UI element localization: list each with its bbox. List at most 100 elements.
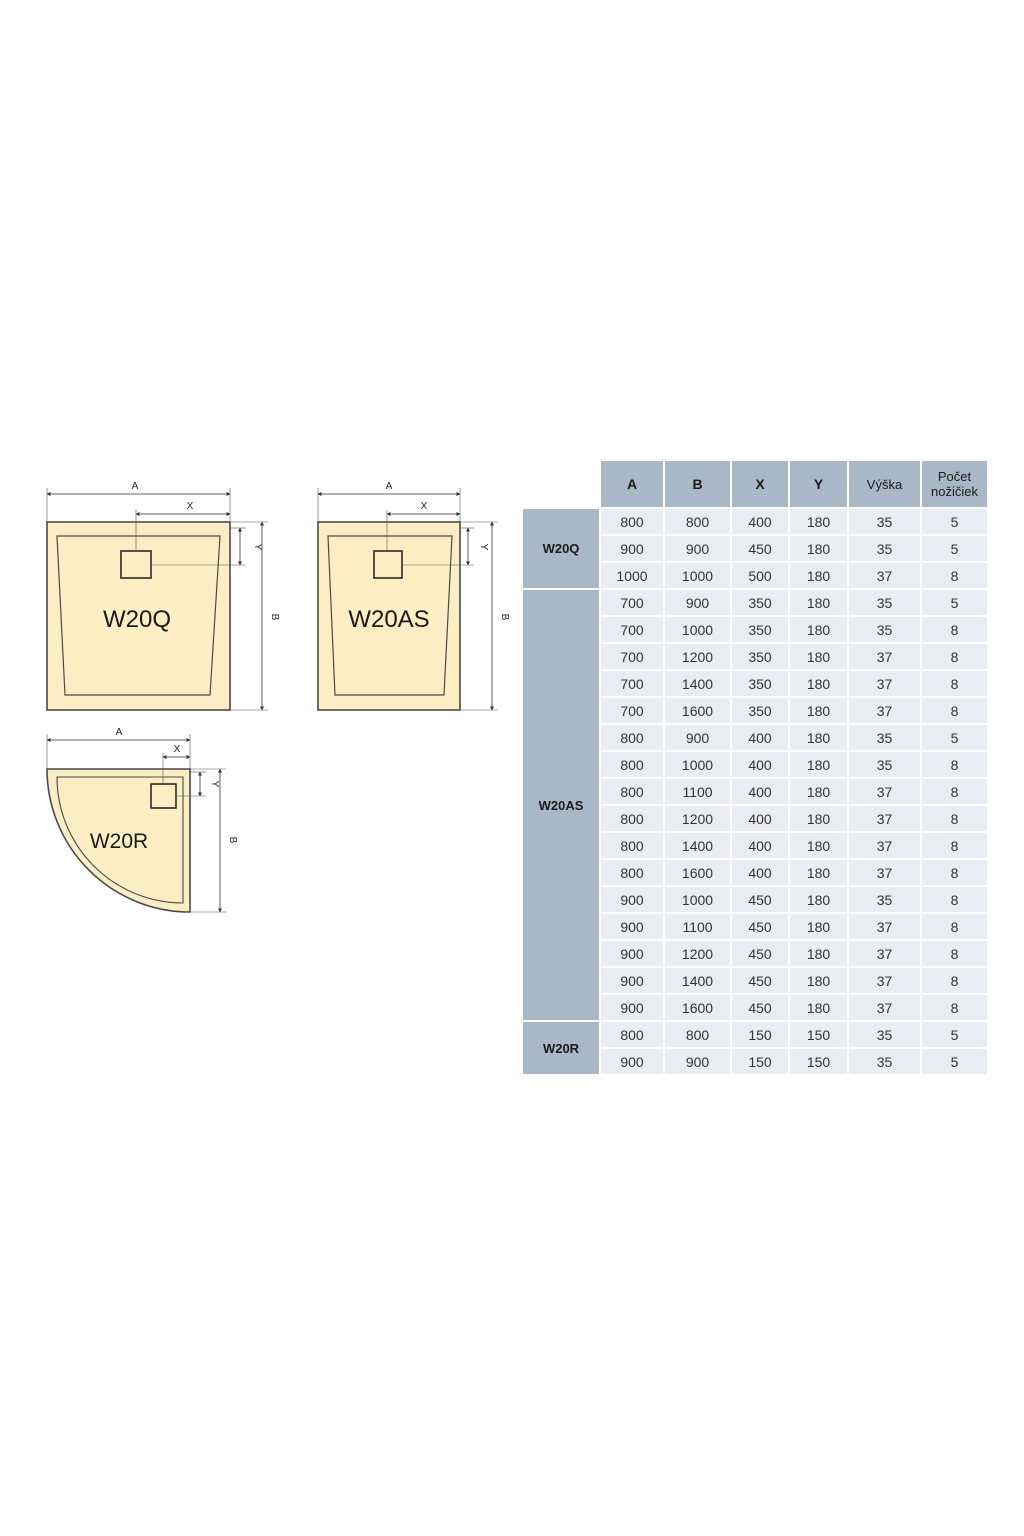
table-cell: 8 [922,833,987,858]
header-vyska: Výška [849,461,920,507]
table-cell: 37 [849,779,920,804]
table-cell: 150 [732,1022,788,1047]
table-cell: 700 [601,671,663,696]
table-cell: 180 [790,887,847,912]
table-cell: 180 [790,779,847,804]
header-b: B [665,461,730,507]
table-cell: 800 [601,833,663,858]
table-cell: 8 [922,752,987,777]
table-cell: 37 [849,914,920,939]
table-cell: 1000 [665,563,730,588]
table-cell: 35 [849,752,920,777]
header-a: A [601,461,663,507]
table-cell: 180 [790,860,847,885]
table-cell: 1600 [665,995,730,1020]
table-cell: 150 [732,1049,788,1074]
model-name-cell: W20Q [523,509,599,588]
table-cell: 900 [601,968,663,993]
table-cell: 37 [849,671,920,696]
table-cell: 900 [601,536,663,561]
diagram-w20q: A X Y B W20Q [46,481,280,711]
dim-y-label: Y [478,544,489,551]
table-cell: 700 [601,617,663,642]
table-cell: 8 [922,617,987,642]
dim-b-label: B [227,837,238,844]
dim-b-label: B [499,614,510,621]
table-cell: 900 [665,590,730,615]
table-cell: 37 [849,860,920,885]
table-cell: 5 [922,1022,987,1047]
table-cell: 35 [849,1022,920,1047]
table-cell: 180 [790,590,847,615]
table-cell: 5 [922,725,987,750]
table-cell: 400 [732,833,788,858]
table-cell: 450 [732,536,788,561]
tray-inner-edge [327,535,453,696]
table-cell: 900 [601,1049,663,1074]
model-name-cell: W20AS [523,590,599,1020]
table-cell: 1200 [665,644,730,669]
table-cell: 450 [732,995,788,1020]
table-cell: 900 [665,725,730,750]
table-cell: 8 [922,779,987,804]
dim-a-label: A [116,727,123,738]
dim-a-label: A [132,481,139,492]
table-cell: 180 [790,806,847,831]
table-cell: 800 [665,509,730,534]
table-cell: 1000 [665,752,730,777]
table-cell: 180 [790,725,847,750]
table-cell: 35 [849,725,920,750]
table-cell: 500 [732,563,788,588]
table-cell: 350 [732,617,788,642]
drain-icon [373,550,403,579]
tray-diagrams-svg: A X Y B W20Q A [46,481,510,913]
table-cell: 350 [732,671,788,696]
table-cell: 37 [849,644,920,669]
table-cell: 8 [922,671,987,696]
table-cell: 180 [790,995,847,1020]
dim-b-label: B [269,614,280,621]
table-cell: 1200 [665,806,730,831]
table-cell: 1100 [665,779,730,804]
table-cell: 35 [849,887,920,912]
table-cell: 900 [601,914,663,939]
table-cell: 350 [732,698,788,723]
table-cell: 1600 [665,698,730,723]
table-cell: 180 [790,698,847,723]
table-cell: 1000 [665,617,730,642]
table-cell: 700 [601,644,663,669]
table-cell: 1200 [665,941,730,966]
table-cell: 800 [601,725,663,750]
table-cell: 8 [922,860,987,885]
table-cell: 350 [732,590,788,615]
table-cell: 400 [732,752,788,777]
header-corner [523,461,599,507]
table-cell: 180 [790,509,847,534]
table-cell: 800 [601,806,663,831]
table-cell: 37 [849,563,920,588]
table-cell: 900 [665,1049,730,1074]
table-cell: 5 [922,590,987,615]
table-cell: 1600 [665,860,730,885]
header-y: Y [790,461,847,507]
table-cell: 900 [601,941,663,966]
diagram-w20r: A X Y B W20R [46,727,238,913]
table-cell: 180 [790,941,847,966]
table-cell: 350 [732,644,788,669]
table-cell: 8 [922,806,987,831]
table-cell: 1400 [665,968,730,993]
table-cell: 150 [790,1022,847,1047]
